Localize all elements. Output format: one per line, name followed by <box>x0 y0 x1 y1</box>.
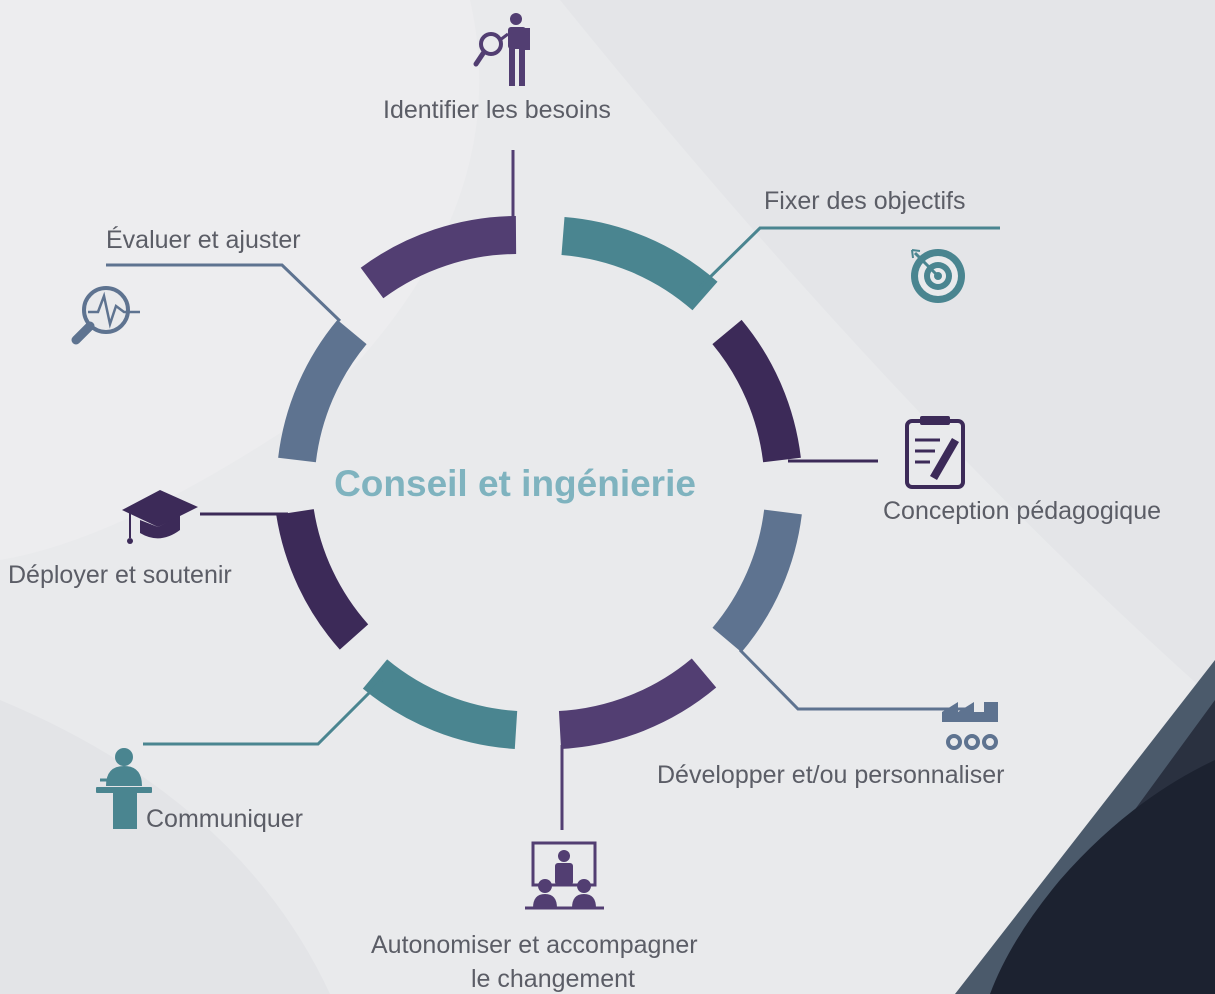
ring-segment-deployer <box>276 508 369 650</box>
factory-gears-icon <box>942 702 998 750</box>
step-label-conception: Conception pédagogique <box>883 497 1162 525</box>
connector-developper <box>738 648 970 711</box>
ring-segment-conception <box>712 319 801 463</box>
presentation-audience-icon <box>525 841 604 910</box>
step-label-objectifs: Fixer des objectifs <box>764 187 966 215</box>
graduation-cap-icon <box>122 490 198 544</box>
step-label-communiquer: Communiquer <box>146 805 304 833</box>
ring <box>276 216 802 749</box>
document-pen-icon <box>905 416 965 489</box>
connector-communiquer <box>143 678 384 746</box>
connectors <box>106 150 1000 830</box>
connector-objectifs <box>698 226 1000 289</box>
analytics-magnifier-icon <box>71 286 140 345</box>
ring-segment-identifier <box>360 216 517 299</box>
step-label-developper: Développer et/ou personnaliser <box>657 761 1005 789</box>
center-title: Conseil et ingénierie <box>334 463 696 504</box>
ring-segment-autonomiser <box>558 658 717 749</box>
ring-segment-evaluer <box>278 319 367 463</box>
step-label-evaluer: Évaluer et ajuster <box>106 226 301 254</box>
step-label-autonomiser-line1: Autonomiser et accompagner <box>371 931 698 959</box>
ring-segment-objectifs <box>561 217 718 311</box>
ring-segment-developper <box>712 509 802 653</box>
speaker-podium-icon <box>96 748 152 829</box>
step-label-autonomiser-line2: le changement <box>471 965 636 993</box>
ring-segment-communiquer <box>362 659 518 749</box>
businessman-magnifier-icon <box>473 13 530 86</box>
target-arrow-icon <box>911 249 965 303</box>
step-label-identifier: Identifier les besoins <box>383 96 611 124</box>
step-label-deployer: Déployer et soutenir <box>8 561 232 589</box>
connector-evaluer <box>106 263 342 323</box>
